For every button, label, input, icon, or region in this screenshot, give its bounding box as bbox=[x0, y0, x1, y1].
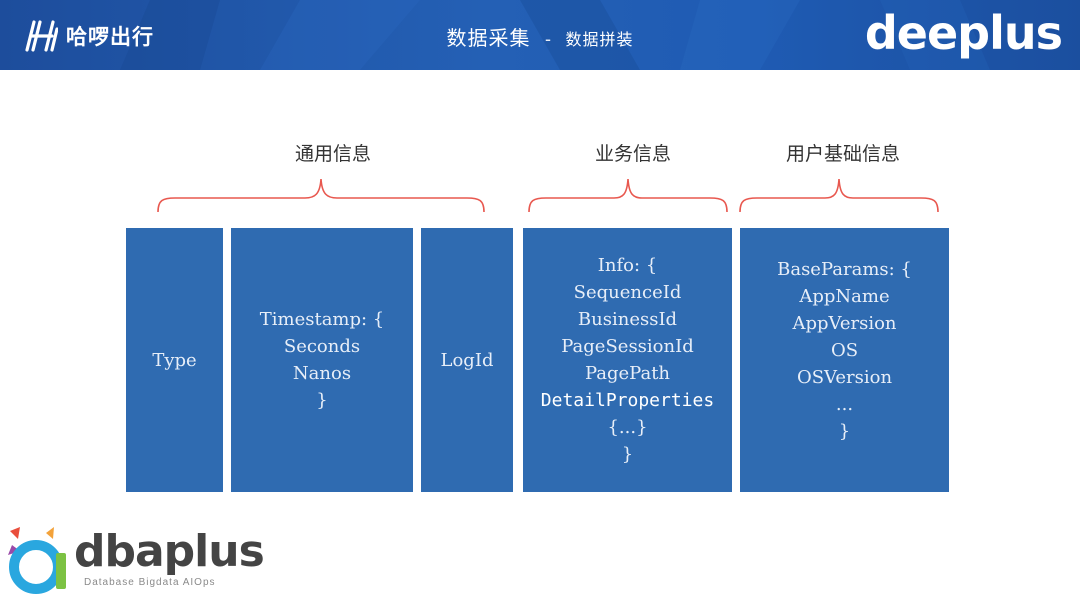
field-text: SequenceId bbox=[573, 282, 682, 303]
block-info: Info: { SequenceId BusinessId PageSessio… bbox=[523, 228, 732, 492]
block-base-params: BaseParams: { AppName AppVersion OS OSVe… bbox=[740, 228, 949, 492]
field-text: } bbox=[621, 444, 634, 465]
header-banner: 哈啰出行 数据采集 - 数据拼装 deeplus bbox=[0, 0, 1080, 70]
dbaplus-tagline: Database Bigdata AIOps bbox=[84, 577, 216, 588]
field-text: } bbox=[316, 390, 328, 411]
field-text: BusinessId bbox=[577, 309, 678, 330]
field-text: OSVersion bbox=[796, 366, 893, 388]
section-label-business: 业务信息 bbox=[594, 144, 672, 165]
field-text: Type bbox=[152, 349, 197, 371]
dbaplus-logo: dbaplus Database Bigdata AIOps bbox=[6, 525, 265, 600]
field-text: Info: { bbox=[597, 255, 658, 276]
banner-background-pattern bbox=[120, 0, 990, 70]
hellobike-logo: 哈啰出行 bbox=[24, 18, 154, 54]
field-text: PageSessionId bbox=[561, 336, 694, 357]
brand-name: 哈啰出行 bbox=[66, 26, 154, 49]
field-text: AppVersion bbox=[792, 312, 897, 334]
field-text: {...} bbox=[607, 417, 648, 438]
page-title-main: 数据采集 bbox=[446, 28, 531, 50]
dbaplus-wordmark: dbaplus bbox=[74, 526, 265, 577]
brace-business bbox=[528, 178, 728, 213]
hellobike-h-icon bbox=[25, 20, 58, 52]
dbaplus-mark-icon bbox=[8, 527, 66, 594]
section-label-general: 通用信息 bbox=[294, 144, 372, 165]
field-text: DetailProperties bbox=[540, 390, 715, 411]
field-text: } bbox=[838, 420, 851, 442]
section-label-user-base: 用户基础信息 bbox=[785, 144, 901, 165]
field-text: BaseParams: { bbox=[777, 258, 912, 280]
brace-user-base bbox=[739, 178, 939, 213]
page-title: 数据采集 - 数据拼装 bbox=[0, 22, 1080, 51]
field-text: Seconds bbox=[283, 336, 361, 357]
field-text: LogId bbox=[440, 349, 494, 371]
field-text: Timestamp: { bbox=[259, 309, 385, 330]
brace-general bbox=[157, 178, 485, 213]
field-text: Nanos bbox=[292, 363, 352, 384]
field-text: AppName bbox=[799, 285, 890, 307]
field-text: PagePath bbox=[584, 363, 671, 384]
block-logid: LogId bbox=[421, 228, 513, 492]
deeplus-logo: deeplus bbox=[864, 6, 1063, 60]
block-type: Type bbox=[126, 228, 223, 492]
page-title-separator: - bbox=[544, 29, 551, 49]
field-text: ... bbox=[835, 393, 854, 415]
field-text: OS bbox=[830, 339, 859, 361]
block-timestamp: Timestamp: { Seconds Nanos } bbox=[231, 228, 413, 492]
page-title-sub: 数据拼装 bbox=[565, 32, 634, 49]
